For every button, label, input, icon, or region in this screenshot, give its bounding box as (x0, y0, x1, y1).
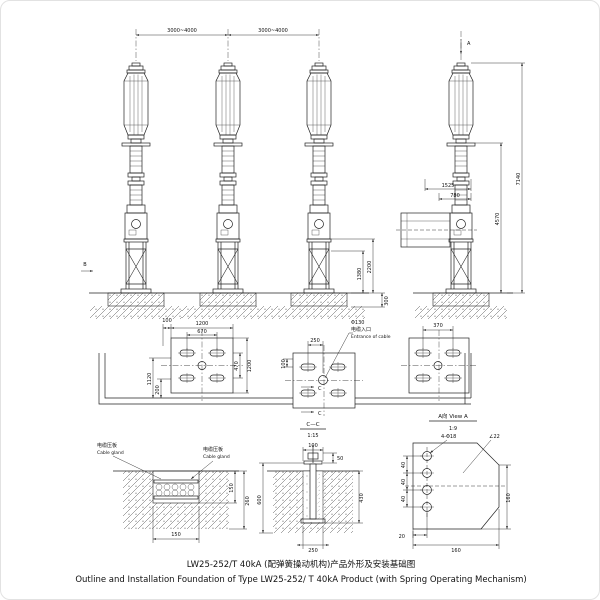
foundation-1 (89, 292, 183, 320)
dim-left-top-offset: 100 (162, 318, 172, 324)
dim-left-bolt-span-x: 670 (197, 329, 207, 335)
breaker-pole-1 (120, 62, 152, 294)
foundation-3 (272, 292, 366, 320)
drawing-title-zh: LW25-252/T 40kA (配弹簧操动机构)产品外形及安装基础图 (187, 559, 416, 570)
section-c1-label: C (318, 386, 322, 392)
dim-trench-width: 150 (171, 532, 181, 538)
side-view-pole: A 4570 7140 1525 780 (396, 31, 525, 320)
mechanism-cabinet (396, 212, 477, 248)
gland-left-zh: 电缆压板 (97, 442, 117, 449)
view-a-arrow: A (460, 39, 471, 55)
dim-pole-spacing-left: 3000~4000 (167, 28, 197, 34)
breaker-pole-2 (212, 62, 244, 294)
view-a-arrow-label: A (467, 41, 471, 47)
breaker-pole-3 (303, 62, 335, 294)
drawing-title: LW25-252/T 40kA (配弹簧操动机构)产品外形及安装基础图 Outl… (75, 559, 526, 585)
chamfer-note: ∠22 (489, 434, 500, 440)
foundation-side (414, 292, 508, 320)
dim-middle-left-span: 100 (281, 359, 287, 369)
dim-foundation-depth: 300 (384, 296, 390, 306)
dim-va-right: 160 (506, 493, 512, 503)
section-c-markers: C C (301, 386, 322, 417)
dim-left-right-height: 1200 (247, 360, 253, 373)
dim-trench-inner: 150 (229, 483, 235, 493)
side-dimensions: 4570 7140 1525 780 (424, 62, 525, 294)
plan-left: 100 1200 670 1200 470 1120 200 (147, 318, 253, 401)
dim-pole-spacing-right: 3000~4000 (258, 28, 288, 34)
cable-entrance-callout: Φ130 电缆入口 Entrance of cable (324, 320, 391, 379)
trench-dimensions: 150 150 260 (152, 470, 251, 543)
anchor-bolt (300, 445, 326, 524)
dim-cc-nut: 50 (337, 456, 343, 462)
view-a-scale: 1:9 (449, 426, 457, 432)
foundation-plan-views: 100 1200 670 1200 470 1120 200 250 100 Φ… (98, 318, 477, 417)
chamfer-callout: ∠22 (462, 434, 500, 474)
view-a-title: A向 View A (438, 412, 468, 420)
section-c2-label: C (318, 411, 322, 417)
dim-va-spacing2: 40 (401, 479, 407, 485)
cable-entrance-note-zh: 电缆入口 (351, 326, 371, 333)
dim-va-edge-offset: 20 (399, 534, 405, 540)
gland-right-zh: 电缆压板 (203, 446, 223, 453)
dim-va-spacing1: 40 (401, 462, 407, 468)
cable-gland-callout-left: 电缆压板 Cable gland (97, 442, 162, 480)
dim-right-top-span: 370 (433, 323, 443, 329)
dim-top-width: 1525 (442, 183, 455, 189)
bolt-holes (420, 451, 434, 512)
dim-trench-total: 260 (245, 496, 251, 506)
section-cc-dimensions: 100 50 600 430 250 (257, 443, 365, 554)
dim-cc-bottom: 250 (308, 548, 318, 554)
dim-va-bottom: 160 (451, 548, 461, 554)
cable-entrance-note-en: Entrance of cable (351, 334, 391, 340)
dim-frame-mid: 1380 (357, 268, 363, 281)
dim-sub-width: 780 (450, 193, 460, 199)
holes-callout: 4-Φ18 (429, 434, 456, 454)
holes-note: 4-Φ18 (441, 434, 456, 440)
dim-left-top-width: 1200 (196, 321, 209, 327)
view-a-detail: A向 View A 1:9 4-Φ18 ∠22 40 40 4 (399, 412, 512, 554)
dim-left-offset: 200 (155, 385, 161, 395)
dim-cc-top: 100 (308, 443, 318, 449)
view-a-dimensions: 40 40 40 20 160 160 (399, 455, 512, 554)
cable-gland-callout-right: 电缆压板 Cable gland (190, 446, 230, 480)
dim-left-total: 1120 (147, 373, 153, 386)
section-b-marker: B (81, 262, 94, 272)
plan-middle: 250 100 Φ130 电缆入口 Entrance of cable (281, 320, 391, 416)
section-b-label: B (83, 262, 87, 268)
dim-left-bolt-span-y: 470 (234, 361, 240, 371)
dim-va-spacing3: 40 (401, 496, 407, 502)
gland-left-en: Cable gland (97, 450, 124, 456)
cables-in-trench (155, 483, 195, 497)
drawing-title-en: Outline and Installation Foundation of T… (75, 575, 526, 585)
breaker-pole-side (445, 62, 477, 294)
plan-right: 370 (401, 323, 477, 401)
front-view-three-poles: 3000~4000 3000~4000 B 2200 1380 300 (81, 28, 390, 320)
cable-entrance-dia: Φ130 (351, 320, 364, 326)
section-cc-detail: C—C 1:15 100 50 600 430 250 (257, 422, 365, 554)
cable-trench-channel (98, 353, 472, 405)
gland-right-en: Cable gland (203, 454, 230, 460)
foundation-2 (181, 292, 275, 320)
section-cc-scale: 1:15 (307, 433, 318, 439)
dim-cc-left: 600 (257, 495, 263, 505)
dim-frame-height: 2200 (367, 261, 373, 274)
dim-overall-height: 7140 (516, 173, 522, 186)
dim-middle-top-span: 250 (310, 338, 320, 344)
section-cc-title: C—C (306, 422, 319, 428)
dim-height-to-flange: 4570 (495, 213, 501, 226)
frame-dimensions: 2200 1380 300 (331, 238, 390, 308)
dim-cc-right: 430 (359, 493, 365, 503)
cable-trench-detail: 电缆压板 Cable gland 电缆压板 Cable gland 150 15… (97, 442, 251, 543)
